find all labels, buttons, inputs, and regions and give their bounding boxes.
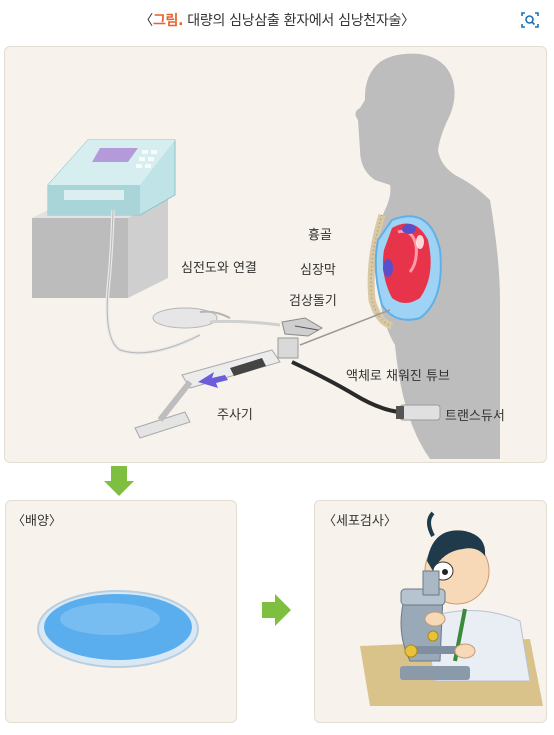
label-pericardium: 심장막 bbox=[300, 263, 336, 278]
fluid-tube bbox=[291, 360, 401, 414]
label-ecg-connection: 심전도와 연결 bbox=[181, 261, 257, 276]
title-text: 대량의 심낭삼출 환자에서 심낭천자술 bbox=[187, 13, 402, 29]
title-open-bracket: 〈 bbox=[139, 13, 153, 29]
transducer-shape bbox=[399, 404, 441, 421]
microscope-scientist-illustration bbox=[360, 511, 543, 706]
image-search-icon bbox=[521, 12, 539, 28]
title-prefix: 그림. bbox=[152, 13, 184, 29]
cytology-label: 〈세포검사〉 bbox=[323, 514, 397, 529]
culture-panel: 〈배양〉 bbox=[5, 500, 237, 723]
needle bbox=[299, 309, 391, 346]
syringe-arrow bbox=[198, 372, 228, 388]
label-sternum: 흉골 bbox=[308, 228, 332, 243]
title-close-bracket: 〉 bbox=[401, 13, 415, 29]
label-transducer: 트랜스듀서 bbox=[445, 409, 505, 424]
microscope-base bbox=[400, 666, 470, 680]
stopcock bbox=[277, 337, 299, 359]
petri-dish-illustration bbox=[37, 590, 199, 668]
syringe-shape bbox=[134, 349, 281, 439]
label-syringe: 주사기 bbox=[217, 408, 253, 423]
culture-label: 〈배양〉 bbox=[12, 514, 62, 529]
label-fluid-tube: 액체로 채워진 튜브 bbox=[346, 369, 450, 384]
image-search-button[interactable] bbox=[516, 8, 544, 32]
down-arrow bbox=[104, 466, 134, 496]
ecg-electrode bbox=[152, 307, 218, 329]
cytology-panel: 〈세포검사〉 bbox=[314, 500, 547, 723]
figure-title: 〈그림. 대량의 심낭삼출 환자에서 심낭천자술〉 bbox=[0, 10, 554, 30]
label-xiphoid: 검상돌기 bbox=[289, 294, 337, 309]
